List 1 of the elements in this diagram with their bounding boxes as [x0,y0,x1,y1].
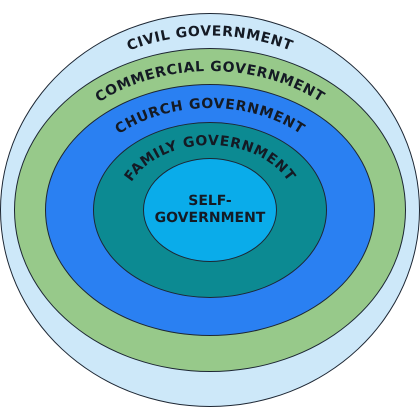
center-label: SELF-GOVERNMENT [154,193,266,227]
